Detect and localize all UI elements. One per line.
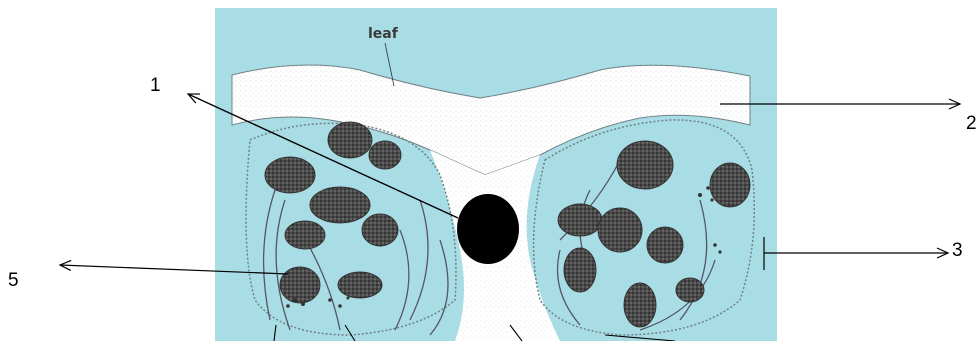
callout-label-5: 5 xyxy=(8,271,19,290)
callout-label-3: 3 xyxy=(952,241,963,260)
callout-label-1: 1 xyxy=(150,76,161,95)
leaf-label: leaf xyxy=(368,26,399,42)
central-dot xyxy=(457,194,519,264)
callout-label-2: 2 xyxy=(966,114,976,133)
